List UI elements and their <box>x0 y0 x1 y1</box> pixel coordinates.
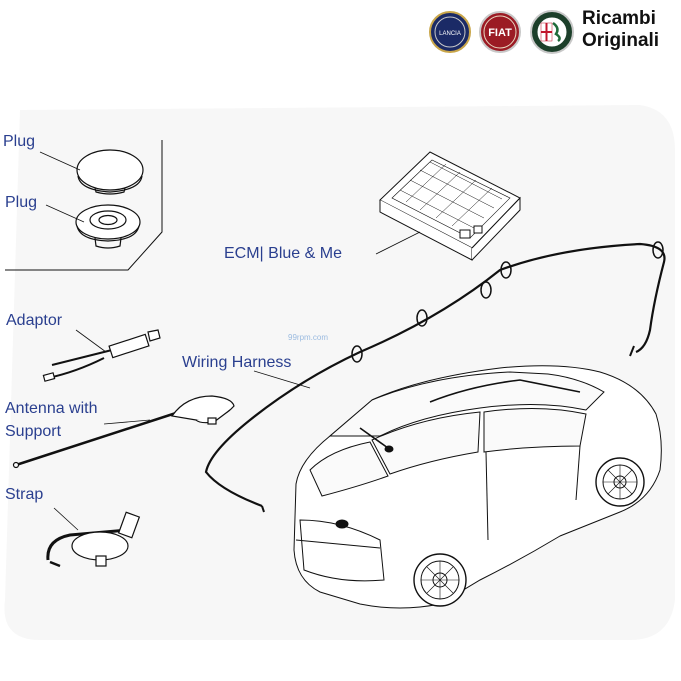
fiat-logo: FIAT <box>479 11 521 53</box>
brand-logos: LANCIA FIAT <box>429 10 574 54</box>
alfa-romeo-logo <box>530 10 574 54</box>
wiring-harness-leader <box>253 370 311 389</box>
label-wiring-harness: Wiring Harness <box>182 354 292 371</box>
strap-leader <box>53 507 79 531</box>
label-adaptor: Adaptor <box>6 312 63 329</box>
label-strap: Strap <box>5 486 44 503</box>
brand-name: Ricambi Originali <box>582 8 659 52</box>
ecm-leader <box>375 231 421 255</box>
plug-top-leader <box>39 151 81 171</box>
plug-bottom-part <box>75 204 141 249</box>
label-antenna-line-2: Support <box>5 423 62 440</box>
strap-part <box>46 511 141 568</box>
label-plug-bottom: Plug <box>5 194 38 211</box>
ecm-unit <box>379 151 521 261</box>
lancia-logo: LANCIA <box>429 11 471 53</box>
antenna-leader <box>103 419 151 425</box>
watermark: 99rpm.com <box>288 333 328 342</box>
adaptor-part <box>42 329 161 382</box>
label-plug-top: Plug <box>3 133 36 150</box>
wiring-harness <box>204 241 666 513</box>
brand-line-2: Originali <box>582 30 660 51</box>
svg-text:LANCIA: LANCIA <box>439 31 461 37</box>
label-ecm: ECM| Blue & Me <box>224 245 342 262</box>
label-antenna-line-1: Antenna with <box>5 400 98 417</box>
antenna-part <box>12 395 235 469</box>
adaptor-leader <box>75 329 107 353</box>
svg-text:FIAT: FIAT <box>488 27 512 39</box>
plug-inset-frame <box>5 140 163 271</box>
plug-bottom-leader <box>45 204 85 223</box>
car-illustration <box>293 365 662 609</box>
plug-top-part <box>76 149 144 195</box>
brand-line-1: Ricambi <box>582 8 656 29</box>
